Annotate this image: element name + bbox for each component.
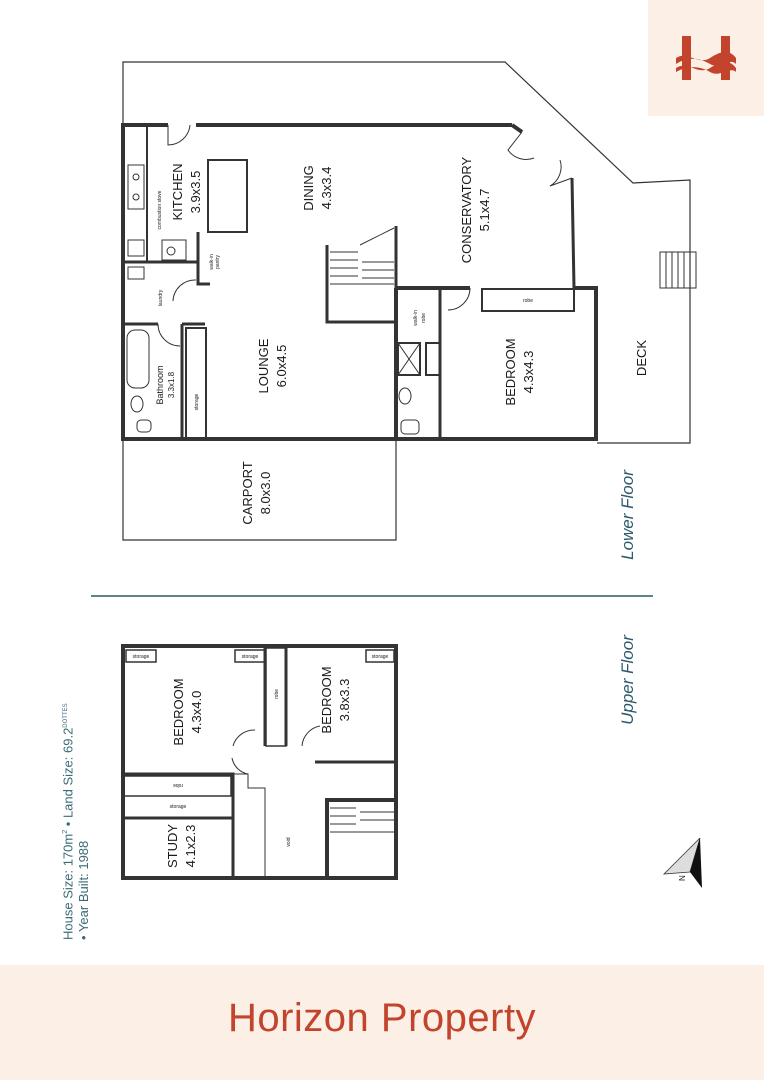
deck-label: DECK [634,340,649,376]
bathroom-size: 3.3x1.8 [167,371,176,398]
logo-box [648,0,764,116]
lounge-label: LOUNGE [256,338,271,393]
compass-icon: N [662,837,702,888]
walk-in-pantry-label-1: walk-in [209,254,215,270]
study-size: 4.1x2.3 [183,825,198,868]
bedroom-label: BEDROOM [503,338,518,405]
property-info: House Size: 170m2 • Land Size: 69.2DOTTE… [58,703,92,940]
combustion-stove-label: combustion stove [157,190,163,229]
upper-floor-label: Upper Floor [618,635,637,725]
upper-bedroom-2-size: 3.8x3.3 [337,679,352,722]
kitchen-label: KITCHEN [170,163,185,220]
conservatory-size: 5.1x4.7 [477,189,492,232]
upper-bedroom-1-size: 4.3x4.0 [189,691,204,734]
footer-band [0,965,764,1080]
lower-floor-label: Lower Floor [618,470,637,560]
upper-storage-label-2: storage [242,654,259,660]
dining-size: 4.3x3.4 [319,167,334,210]
upper-storage-label-4: storage [170,804,187,810]
kitchen-size: 3.9x3.5 [188,171,203,214]
upper-bedroom-2-label: BEDROOM [319,666,334,733]
brand-name: Horizon Property [227,996,537,1040]
carport-label: CARPORT [240,461,255,524]
house-land-size-line: House Size: 170m2 • Land Size: 69.2DOTTE… [60,703,76,940]
walk-in-robe-label-2: robe [421,313,427,323]
study-label: STUDY [165,824,180,868]
upper-robe-label-1: robe [173,782,183,788]
void-label: void [286,837,292,846]
lower-floor-plan [121,61,691,541]
upper-room-labels: BEDROOM 4.3x4.0 BEDROOM 3.8x3.3 STUDY 4.… [133,654,389,868]
walk-in-pantry-label-2: pantry [215,255,221,269]
year-built-text: Year Built: 1988 [76,840,92,933]
compass-north-label: N [678,875,687,881]
upper-storage-label-3: storage [372,654,389,660]
upper-fixtures [231,725,394,833]
bedroom-size: 4.3x4.3 [521,351,536,394]
bathroom-label: Bathroom [155,365,165,404]
upper-robe-label-2: robe [274,689,280,699]
walk-in-robe-label-1: walk-in [413,310,419,326]
year-built-line: • Year Built: 1988 [76,840,92,940]
land-size-text: Land Size: 69.2 [60,727,76,819]
robe-label: robe [523,298,533,304]
house-size-unit: 2 [62,829,69,834]
land-size-unit: DOTTES [63,703,69,728]
dining-label: DINING [301,165,316,211]
laundry-label: laundry [158,289,164,306]
storage-label: storage [194,393,200,410]
house-size-text: House Size: 170m [60,833,76,940]
lower-room-labels: KITCHEN 3.9x3.5 DINING 4.3x3.4 CONSERVAT… [155,156,649,524]
upper-storage-label-1: storage [133,654,150,660]
lower-fixtures [126,124,697,435]
lounge-size: 6.0x4.5 [274,345,289,388]
upper-floor-plan [121,644,398,880]
upper-bedroom-1-label: BEDROOM [171,678,186,745]
horizon-logo-icon [676,36,736,80]
floor-plan-drawing: KITCHEN 3.9x3.5 DINING 4.3x3.4 CONSERVAT… [91,61,702,888]
carport-size: 8.0x3.0 [258,472,273,515]
conservatory-label: CONSERVATORY [459,156,474,263]
